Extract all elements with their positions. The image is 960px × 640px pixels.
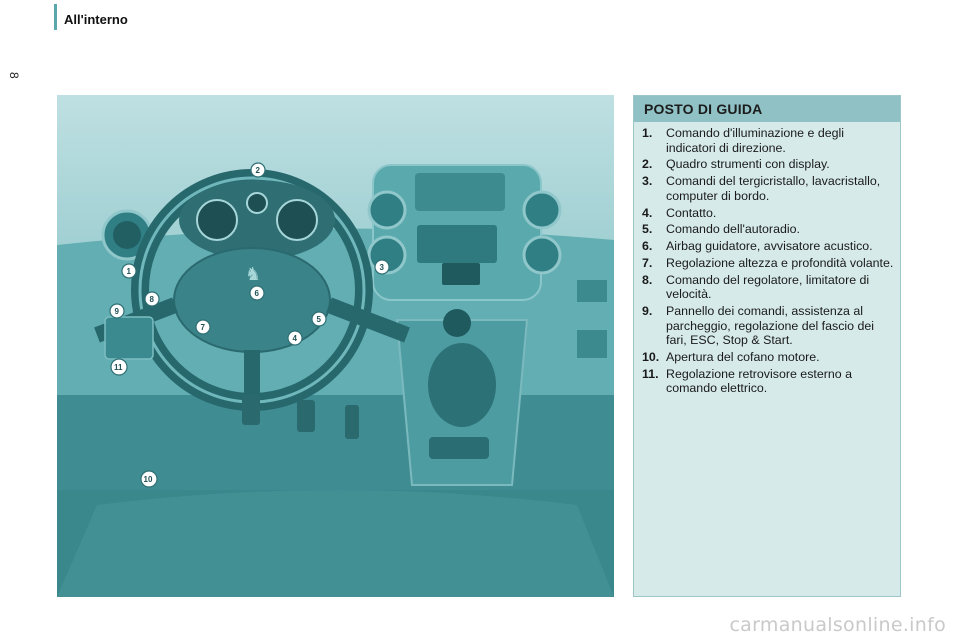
left-air-vent-core <box>113 221 141 249</box>
svg-text:2: 2 <box>256 166 261 175</box>
left-switch-panel <box>104 316 154 360</box>
svg-text:9: 9 <box>115 307 120 316</box>
gear-knob <box>443 309 471 337</box>
legend-text: Regolazione altezza e profondità volante… <box>666 255 894 270</box>
climate-display <box>442 263 480 285</box>
legend-number: 4. <box>642 205 653 220</box>
right-panel-lower <box>577 330 607 358</box>
legend-list: 1. Comando d'illuminazione e degli indica… <box>634 122 900 396</box>
legend-text: Airbag guidatore, avvisatore acustico. <box>666 239 873 254</box>
legend-item: 4. Contatto. <box>642 206 894 221</box>
center-right-upper-vent <box>522 190 562 230</box>
legend-item: 1. Comando d'illuminazione e degli indica… <box>642 126 894 155</box>
clutch-pedal <box>242 395 260 425</box>
callout-11: 11 <box>110 358 128 376</box>
svg-text:10: 10 <box>144 475 153 484</box>
radio-unit <box>415 173 505 211</box>
center-left-upper-vent <box>367 190 407 230</box>
legend-text: Pannello dei comandi, assistenza al parc… <box>666 304 875 348</box>
right-panel-upper <box>577 280 607 302</box>
svg-text:1: 1 <box>127 267 132 276</box>
legend-text: Apertura del cofano motore. <box>666 350 820 364</box>
page-number: 8 <box>7 72 21 79</box>
callout-10: 10 <box>140 470 158 488</box>
svg-text:4: 4 <box>293 334 298 343</box>
legend-number: 7. <box>642 255 653 270</box>
svg-text:5: 5 <box>317 315 322 324</box>
svg-text:6: 6 <box>255 289 260 298</box>
storage-compartment <box>417 225 497 263</box>
legend-number: 9. <box>642 304 653 319</box>
legend-number: 5. <box>642 222 653 237</box>
legend-text: Regolazione retrovisore esterno a comand… <box>666 366 852 396</box>
legend-number: 11. <box>642 366 659 381</box>
brand-logo-icon: ♞ <box>245 264 261 285</box>
legend-item: 7. Regolazione altezza e profondità volan… <box>642 256 894 271</box>
legend-text: Quadro strumenti con display. <box>666 157 830 172</box>
brake-pedal <box>297 400 315 432</box>
legend-text: Comandi del tergicristallo, lavacristall… <box>666 174 881 203</box>
legend-panel: POSTO DI GUIDA 1. Comando d'illuminazione… <box>633 95 901 597</box>
callout-1: 1 <box>121 263 137 279</box>
legend-text: Comando d'illuminazione e degli indicato… <box>666 126 845 155</box>
center-right-lower-vent <box>522 235 562 275</box>
legend-item: 11. Regolazione retrovisore esterno a com… <box>642 367 894 396</box>
legend-number: 2. <box>642 157 653 172</box>
legend-text: Contatto. <box>666 205 717 220</box>
legend-item: 9. Pannello dei comandi, assistenza al pa… <box>642 304 894 348</box>
callout-4: 4 <box>287 330 303 346</box>
legend-item: 6. Airbag guidatore, avvisatore acustico. <box>642 239 894 254</box>
callout-6: 6 <box>249 285 265 301</box>
svg-text:7: 7 <box>201 323 206 332</box>
gear-boot <box>428 343 496 427</box>
svg-text:11: 11 <box>114 363 123 372</box>
header-accent-bar <box>54 4 57 30</box>
callout-7: 7 <box>195 319 211 335</box>
legend-text: Comando del regolatore, limitatore di ve… <box>666 272 870 302</box>
callout-5: 5 <box>311 311 327 327</box>
legend-number: 8. <box>642 272 653 287</box>
svg-text:3: 3 <box>380 263 385 272</box>
legend-item: 10. Apertura del cofano motore. <box>642 350 894 365</box>
seat-area <box>57 490 614 597</box>
section-title: All'interno <box>64 12 128 27</box>
cup-holder <box>429 437 489 459</box>
legend-item: 3. Comandi del tergicristallo, lavacrista… <box>642 174 894 203</box>
legend-number: 3. <box>642 174 653 189</box>
speedometer <box>196 199 238 241</box>
svg-text:8: 8 <box>150 295 155 304</box>
legend-number: 6. <box>642 239 653 254</box>
tachometer <box>276 199 318 241</box>
dashboard-drawing: ♞ 1 2 3 4 5 6 7 8 9 10 11 <box>57 95 614 597</box>
callout-8: 8 <box>144 291 160 307</box>
legend-number: 1. <box>642 126 653 140</box>
legend-item: 2. Quadro strumenti con display. <box>642 157 894 172</box>
panel-title: POSTO DI GUIDA <box>634 96 900 122</box>
legend-item: 5. Comando dell'autoradio. <box>642 222 894 237</box>
legend-number: 10. <box>642 350 660 364</box>
callout-2: 2 <box>250 162 266 178</box>
accelerator-pedal <box>345 405 359 439</box>
legend-text: Comando dell'autoradio. <box>666 222 800 237</box>
dashboard-illustration: ♞ 1 2 3 4 5 6 7 8 9 10 11 <box>57 95 614 597</box>
watermark: carmanualsonline.info <box>729 614 946 636</box>
legend-item: 8. Comando del regolatore, limitatore di … <box>642 273 894 302</box>
cluster-center-gauge <box>246 192 268 214</box>
callout-9: 9 <box>109 303 125 319</box>
callout-3: 3 <box>374 259 390 275</box>
